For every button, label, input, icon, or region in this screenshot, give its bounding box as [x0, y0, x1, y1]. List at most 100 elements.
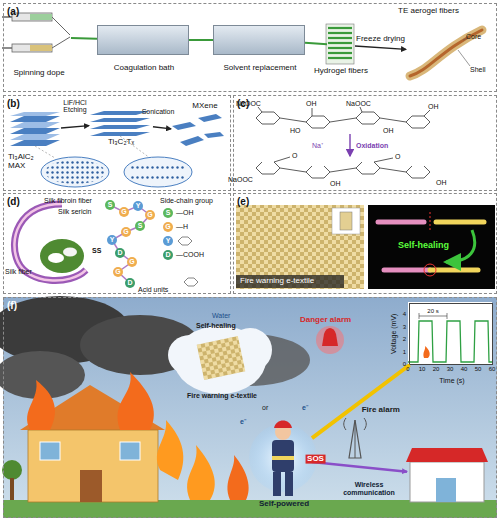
node-label: Ti₃C₂Tₓ	[89, 138, 153, 147]
panel-f-art	[273, 472, 281, 496]
text-label: 0	[403, 361, 406, 368]
text-label: NaOOC	[236, 100, 261, 108]
panel-a-art	[30, 14, 52, 20]
panel-f-art	[316, 326, 344, 354]
text-label: Silk fiber	[5, 268, 32, 276]
panel-f-art	[197, 336, 246, 380]
text-label: NaOOC	[346, 100, 371, 108]
panel-d-art	[115, 248, 125, 258]
node-label: Ti₃AlC₂ MAX	[8, 153, 36, 171]
text-label: 1	[403, 348, 406, 355]
panel-f-art	[364, 418, 366, 430]
panel-b-art	[90, 132, 150, 136]
text-label: Y	[110, 236, 115, 244]
text-label: G	[147, 211, 152, 219]
panel-f-art	[27, 380, 55, 430]
text-label: Self-healing	[398, 241, 449, 251]
panel-e-art	[424, 264, 436, 276]
panel-a-art	[328, 42, 352, 44]
text-label: 20	[433, 366, 440, 373]
panel-b-art	[10, 134, 60, 140]
panel-f-art	[447, 313, 448, 319]
connector-arrow	[305, 43, 327, 44]
panel-a-art	[328, 52, 352, 54]
panel-b-art	[124, 157, 192, 187]
panel-a-art	[30, 45, 52, 51]
text-label: —H	[176, 223, 188, 231]
node-label: (e)	[237, 196, 249, 207]
panel-d-art	[163, 208, 173, 218]
panel-b-art	[130, 164, 186, 169]
text-label: Shell	[470, 66, 486, 74]
panel-a-art	[328, 57, 352, 59]
panel-b-art	[10, 128, 60, 134]
text-label: 10	[419, 366, 426, 373]
panel-d-art	[119, 207, 129, 217]
text-label: Na⁺	[312, 142, 323, 150]
text-label: D	[117, 249, 122, 257]
mxene-flakes: MXene	[171, 115, 225, 149]
panel-c-art	[274, 157, 290, 162]
panel-frame: (b)Ti₃AlC₂ MAXTi₃C₂TₓMXene	[3, 95, 231, 191]
panel-frame: (a)Spinning dopeCoagulation bathSolvent …	[3, 3, 497, 92]
connector-arrow	[312, 462, 407, 472]
panel-d-art	[113, 267, 123, 277]
panel-b-art	[90, 118, 150, 122]
panel-f-art	[419, 313, 420, 319]
node-label: Solvent replacement	[208, 64, 312, 73]
panel-d-art	[145, 210, 155, 220]
panel-c-art	[280, 118, 306, 122]
text-label: HO	[290, 127, 301, 135]
text-label: SS	[92, 247, 101, 255]
panel-f-art	[410, 462, 484, 502]
text-label: Fire warning e-textile	[187, 392, 257, 400]
panel-e-art	[436, 220, 484, 225]
panel-e-art	[368, 205, 495, 289]
panel-e-art	[236, 205, 364, 289]
text-label: —COOH	[176, 251, 204, 259]
panel-d-art	[125, 278, 135, 288]
edge-label: Freeze drying	[356, 34, 405, 43]
panel-e-art	[430, 268, 478, 273]
panel-c-art	[356, 162, 380, 174]
panel-f-art	[344, 418, 346, 430]
node-label: (f)	[7, 300, 17, 311]
panel-a-art	[328, 27, 352, 29]
panel-f-art	[419, 316, 447, 317]
node-label: Spinning dope	[3, 69, 75, 78]
text-label: 30	[447, 366, 454, 373]
panel-f-art	[408, 302, 492, 364]
panel-c-art	[256, 107, 430, 178]
panel-c-art	[312, 108, 313, 116]
panel-f-art	[322, 328, 338, 346]
panel-b-art	[198, 114, 222, 122]
text-label: or	[262, 404, 268, 412]
panel-f-art	[157, 420, 183, 480]
text-label: 4	[403, 311, 406, 318]
text-label: 0	[406, 366, 409, 373]
text-label: Y	[136, 202, 141, 210]
panel-d-art	[184, 278, 198, 286]
panel-d-art	[110, 205, 150, 283]
panel-c-art	[356, 112, 380, 124]
panel-e-art	[378, 220, 424, 225]
panel-b-art	[204, 132, 224, 138]
panel-e-art	[446, 230, 475, 262]
text-label: Silk sericin	[58, 208, 91, 216]
panel-f-art	[0, 296, 497, 518]
text-label: 20 s	[427, 308, 438, 315]
panel-f-art	[272, 440, 294, 472]
node-label: MXene	[183, 102, 227, 111]
panel-f-art	[436, 478, 456, 502]
panel-e-art	[332, 208, 360, 234]
text-label: Side-chain group	[160, 197, 213, 205]
panel-c-art	[424, 110, 430, 116]
text-label: G	[123, 228, 128, 236]
panel-d-art	[163, 250, 173, 260]
panel-d-art	[48, 253, 64, 263]
panel-f-art	[120, 442, 140, 460]
shop-receiver: Wireless communication	[407, 447, 489, 505]
text-label: Fire warning e-textile	[240, 277, 314, 286]
panel-a-art	[328, 37, 352, 39]
text-label: OH	[428, 103, 439, 111]
